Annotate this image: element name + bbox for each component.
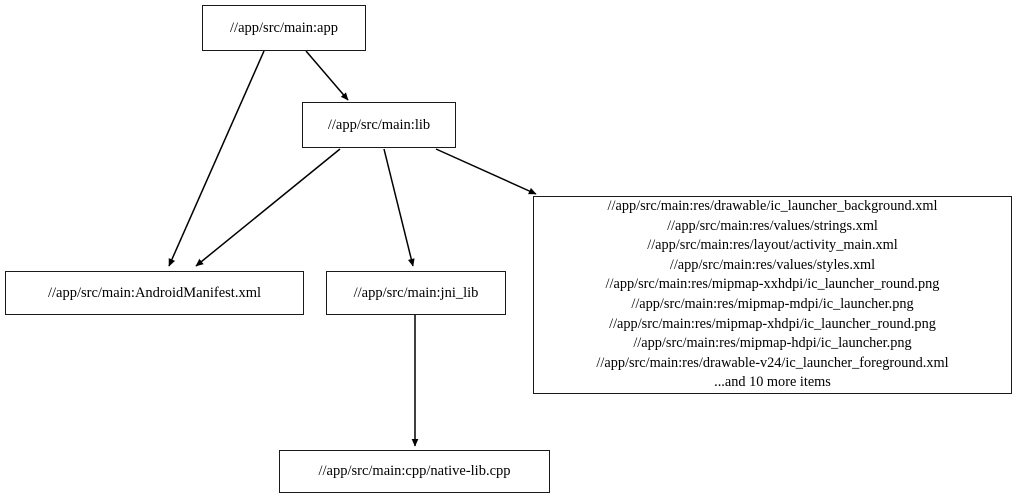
node-lib[interactable]: //app/src/main:lib	[302, 102, 456, 148]
edge-lib-to-jni	[383, 148, 415, 267]
node-android-manifest-label: //app/src/main:AndroidManifest.xml	[47, 284, 262, 301]
node-app-label: //app/src/main:app	[230, 19, 338, 36]
edge-lib-to-manifest	[195, 148, 341, 267]
node-jni-lib[interactable]: //app/src/main:jni_lib	[326, 271, 506, 315]
res-line: //app/src/main:res/mipmap-mdpi/ic_launch…	[631, 296, 914, 312]
res-line: //app/src/main:res/values/styles.xml	[669, 256, 876, 273]
node-native-lib-cpp-label: //app/src/main:cpp/native-lib.cpp	[318, 463, 511, 480]
res-line: //app/src/main:res/drawable-v24/ic_launc…	[596, 354, 949, 371]
res-line: //app/src/main:res/mipmap-xhdpi/ic_launc…	[609, 315, 936, 332]
res-line: //app/src/main:res/mipmap-hdpi/ic_launch…	[633, 335, 912, 352]
node-jni-lib-label: //app/src/main:jni_lib	[353, 284, 479, 301]
res-line: ...and 10 more items	[714, 374, 831, 391]
node-res-group-label: //app/src/main:res/drawable/ic_launcher_…	[534, 197, 1011, 393]
edge-app-to-manifest	[168, 50, 265, 267]
node-res-group[interactable]: //app/src/main:res/drawable/ic_launcher_…	[533, 196, 1012, 394]
edge-app-to-lib	[305, 50, 349, 101]
node-android-manifest[interactable]: //app/src/main:AndroidManifest.xml	[5, 271, 304, 315]
node-native-lib-cpp[interactable]: //app/src/main:cpp/native-lib.cpp	[279, 450, 550, 493]
res-line: //app/src/main:res/mipmap-xxhdpi/ic_laun…	[605, 276, 940, 293]
edge-lib-to-res	[435, 148, 537, 195]
res-line: //app/src/main:res/layout/activity_main.…	[647, 237, 898, 254]
res-line: //app/src/main:res/values/strings.xml	[667, 217, 878, 234]
res-line: //app/src/main:res/drawable/ic_launcher_…	[607, 198, 938, 215]
node-lib-label: //app/src/main:lib	[327, 116, 431, 133]
node-app[interactable]: //app/src/main:app	[202, 5, 366, 51]
